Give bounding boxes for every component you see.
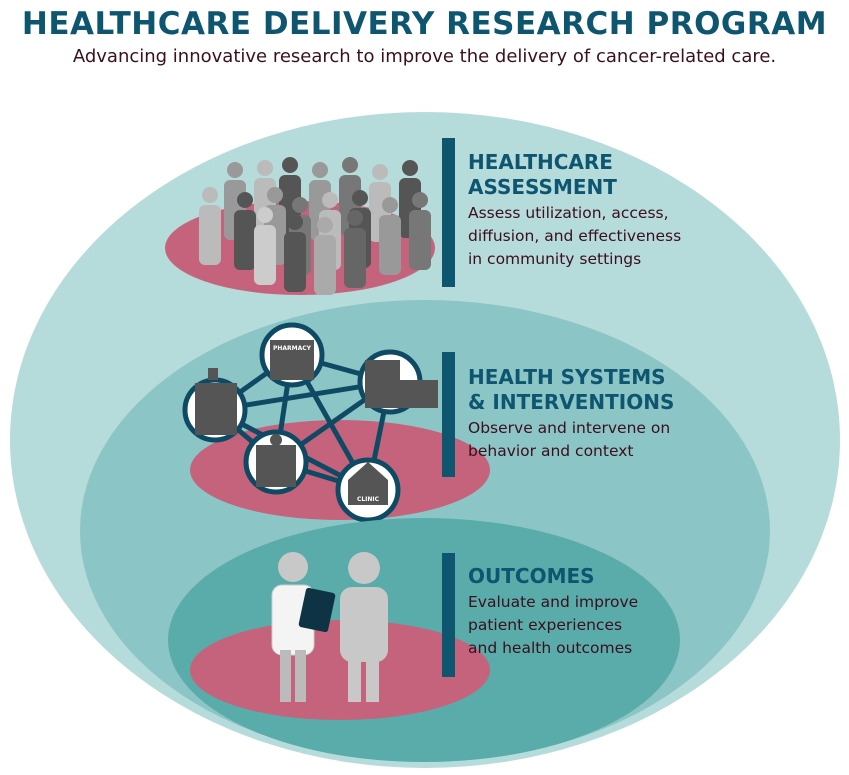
pharmacy-label: PHARMACY [273, 345, 312, 352]
level-outcomes: OUTCOMES Evaluate and improve patient ex… [468, 564, 638, 660]
person-figure [234, 192, 256, 270]
level-description: Evaluate and improve patient experiences… [468, 593, 639, 657]
person-figure [199, 187, 221, 265]
page-subtitle: Advancing innovative research to improve… [72, 46, 777, 67]
medical-building-icon [243, 429, 309, 495]
section-divider-bar [442, 553, 455, 677]
doctor-icon [271, 552, 336, 702]
level-description: Assess utilization, access, diffusion, a… [468, 204, 682, 268]
person-figure [314, 217, 336, 295]
person-figure [284, 214, 306, 292]
hospital-icon [182, 368, 248, 443]
patient-icon [340, 552, 388, 702]
person-figure [254, 207, 276, 285]
clinic-label: CLINIC [357, 496, 380, 503]
level-health-systems: HEALTH SYSTEMS & INTERVENTIONS Observe a… [468, 365, 674, 463]
crowd-icon [199, 157, 431, 295]
section-divider-bar [442, 352, 455, 477]
level-heading: HEALTHCARE ASSESSMENT [468, 150, 617, 199]
person-figure [409, 192, 431, 270]
pharmacy-icon: PHARMACY [259, 322, 325, 388]
level-heading: OUTCOMES [468, 564, 595, 588]
clinic-icon: CLINIC [335, 457, 401, 523]
page-title: HEALTHCARE DELIVERY RESEARCH PROGRAM [21, 6, 828, 42]
bottom-pink-ellipse [190, 620, 490, 720]
level-healthcare-assessment: HEALTHCARE ASSESSMENT Assess utilization… [468, 150, 681, 271]
level-description: Observe and intervene on behavior and co… [468, 419, 671, 460]
level-heading: HEALTH SYSTEMS & INTERVENTIONS [468, 365, 675, 414]
section-divider-bar [442, 138, 455, 287]
hospital-complex-icon [357, 349, 438, 415]
person-figure [344, 210, 366, 288]
person-figure [379, 197, 401, 275]
